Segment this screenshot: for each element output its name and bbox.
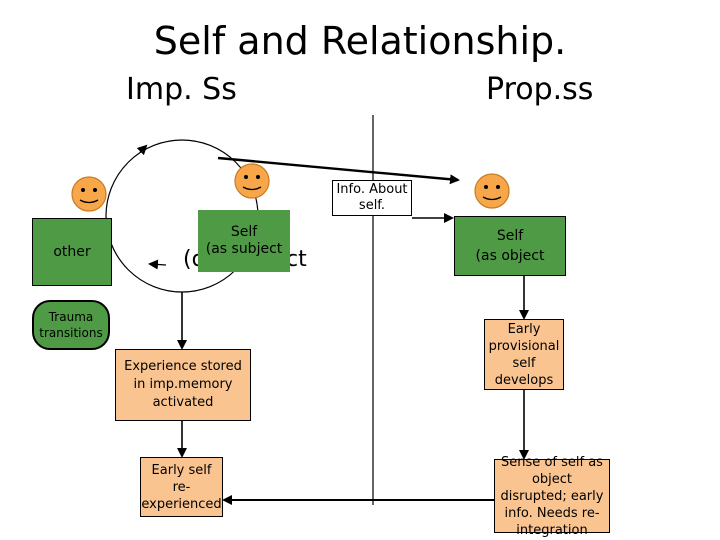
other-box: other [32,218,112,286]
smiley-face-icon [234,163,270,199]
self-subject-box: Self (as subject [198,210,290,272]
arrow-to-object-self [217,156,460,185]
obscured-text-tail: ct [286,247,307,272]
early-self-box: Early self re-experienced [140,457,223,517]
diagram-title: Self and Relationship. [153,19,567,63]
cycle-arrowhead-top [136,144,148,156]
cycle-arrowhead-bottom [148,259,167,270]
smiley-face-icon [474,173,510,209]
trauma-transitions-box: Trauma transitions [32,300,110,350]
smiley-face-icon [71,176,107,212]
self-object-box: Self (as object [454,216,566,276]
early-provisional-box: Early provisional self develops [484,319,564,390]
sense-disrupted-box: Sense of self as object disrupted; early… [494,455,610,538]
column-heading-propositional: Prop.ss [486,72,594,107]
column-heading-implicit: Imp. Ss [126,72,237,107]
experience-box: Experience stored in imp.memory activate… [115,349,251,421]
info-about-self-box: Info. About self. [332,180,412,216]
